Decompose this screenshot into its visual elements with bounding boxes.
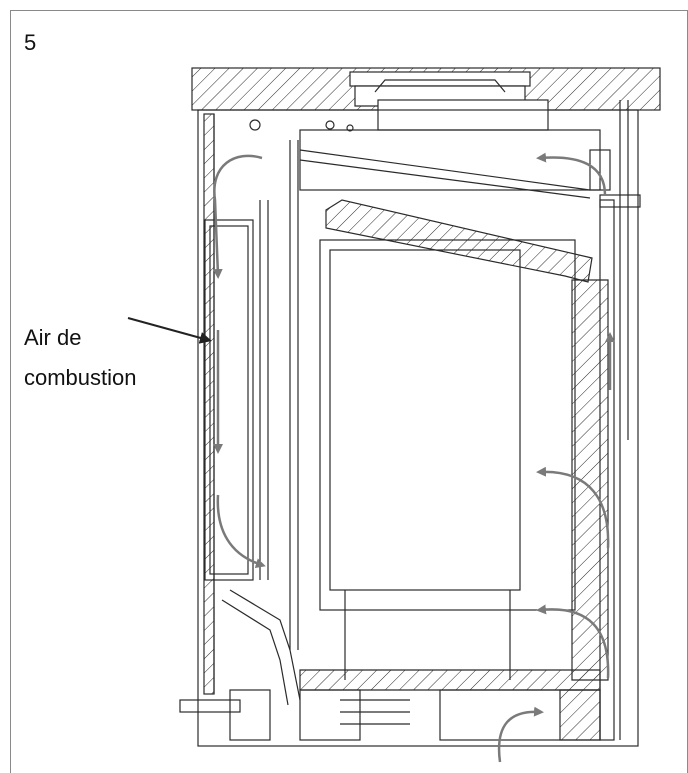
- figure-number: 5: [24, 30, 37, 55]
- stove-body-outline: [179, 67, 661, 747]
- combustion-airflow-arrows: [212, 154, 266, 568]
- curved-arrow-icon: [536, 604, 610, 679]
- curved-arrow-icon: [216, 494, 266, 568]
- combustion-air-label: Air de combustion: [24, 318, 137, 398]
- curved-arrow-icon: [212, 154, 263, 279]
- curved-arrow-icon: [536, 152, 607, 196]
- convection-airflow-arrows: [497, 152, 615, 763]
- curved-arrow-icon: [536, 466, 610, 549]
- curved-arrow-icon: [497, 706, 544, 763]
- leader-arrow-icon: [127, 317, 212, 344]
- callout-line-2: combustion: [24, 365, 137, 390]
- callout-line-1: Air de: [24, 325, 82, 350]
